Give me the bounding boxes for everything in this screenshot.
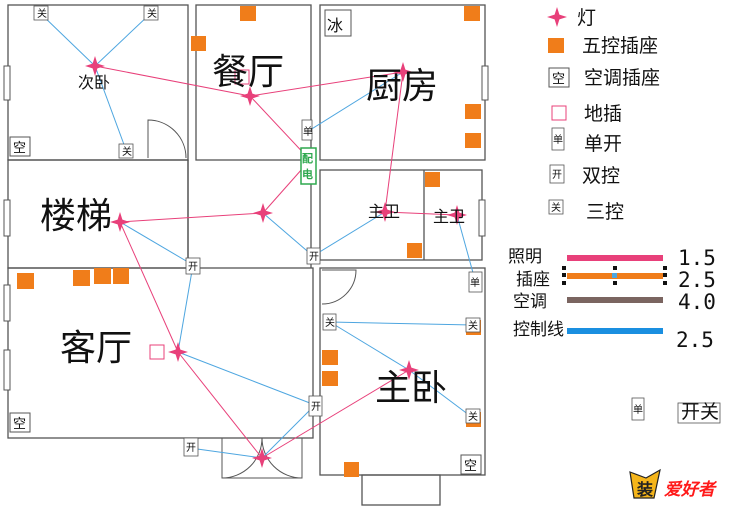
- legend-triple-switch: 三控: [586, 201, 624, 223]
- switch-labels: 关 关 关 单 开 开 单 关 关 关 开 开 单: [37, 7, 643, 454]
- doors: [147, 119, 357, 479]
- svg-text:插座: 插座: [516, 270, 550, 290]
- room-label-second-bedroom: 次卧: [78, 73, 110, 92]
- switch-note: 开关: [677, 401, 721, 424]
- svg-text:关: 关: [122, 145, 132, 158]
- svg-text:单: 单: [633, 404, 643, 416]
- svg-text:开: 开: [552, 170, 562, 181]
- room-label-master: 主卧: [375, 368, 447, 409]
- svg-text:开: 开: [186, 443, 196, 454]
- svg-text:空: 空: [13, 417, 26, 432]
- svg-text:单: 单: [470, 277, 480, 289]
- svg-text:关: 关: [147, 7, 157, 20]
- svg-text:关: 关: [551, 201, 561, 214]
- room-label-living: 客厅: [60, 328, 132, 369]
- floor-sockets: [149, 69, 250, 360]
- switches: [33, 5, 645, 457]
- room-label-kitchen: 厨房: [366, 66, 438, 107]
- room-label-bath-left: 主卫: [368, 202, 400, 221]
- svg-text:装: 装: [636, 480, 653, 499]
- svg-text:关: 关: [37, 7, 47, 20]
- svg-text:空: 空: [552, 72, 565, 87]
- svg-text:2.5: 2.5: [676, 328, 714, 352]
- legend-single-switch: 单开: [584, 133, 622, 155]
- room-labels: 次卧 餐厅 厨房 楼梯 客厅 主卧 主卫 主卫: [40, 52, 465, 409]
- room-label-bath-right: 主卫: [433, 207, 465, 226]
- legend-double-switch: 双控: [582, 165, 620, 187]
- legend-floor-socket: 地插: [584, 103, 622, 125]
- svg-text:开关: 开关: [681, 401, 719, 423]
- svg-text:电: 电: [302, 167, 313, 181]
- svg-text:空: 空: [464, 459, 477, 474]
- svg-text:4.0: 4.0: [678, 290, 716, 314]
- svg-text:照明: 照明: [508, 247, 542, 267]
- wire-legend: 照明 1.5 插座 2.5 空调 4.0 控制线 2.5: [508, 246, 716, 352]
- svg-text:冰: 冰: [327, 16, 343, 35]
- svg-text:单: 单: [303, 126, 313, 138]
- svg-text:配: 配: [302, 151, 313, 165]
- svg-text:爱好者: 爱好者: [664, 480, 718, 500]
- svg-text:开: 开: [188, 262, 198, 273]
- svg-text:空: 空: [13, 141, 26, 156]
- windows: [3, 65, 489, 391]
- fridge-symbol: 冰: [324, 9, 352, 37]
- pink-lighting-lines: [94, 65, 458, 459]
- legend-five-socket: 五控插座: [582, 35, 658, 57]
- svg-text:1.5: 1.5: [678, 246, 716, 270]
- svg-text:2.5: 2.5: [678, 268, 716, 292]
- svg-text:控制线: 控制线: [513, 320, 564, 340]
- distribution-box: 配 电: [300, 147, 317, 185]
- brand-logo: 装 爱好者: [625, 468, 747, 502]
- blue-control-lines: [39, 12, 476, 459]
- room-label-dining: 餐厅: [212, 52, 284, 93]
- legend-light: 灯: [577, 7, 596, 29]
- svg-text:关: 关: [468, 410, 478, 423]
- svg-text:开: 开: [309, 252, 319, 263]
- room-label-stairs: 楼梯: [40, 196, 112, 237]
- svg-text:关: 关: [468, 319, 478, 332]
- svg-text:单: 单: [553, 134, 563, 146]
- svg-text:空调: 空调: [513, 292, 547, 312]
- legend-ac-socket: 空调插座: [584, 67, 660, 89]
- svg-text:关: 关: [325, 316, 335, 329]
- legend: 灯 五控插座 空 空调插座 地插 单 单开 开 双控 关 三控: [547, 7, 660, 223]
- ac-sockets: 空 空 空: [9, 136, 482, 475]
- svg-text:开: 开: [311, 402, 321, 413]
